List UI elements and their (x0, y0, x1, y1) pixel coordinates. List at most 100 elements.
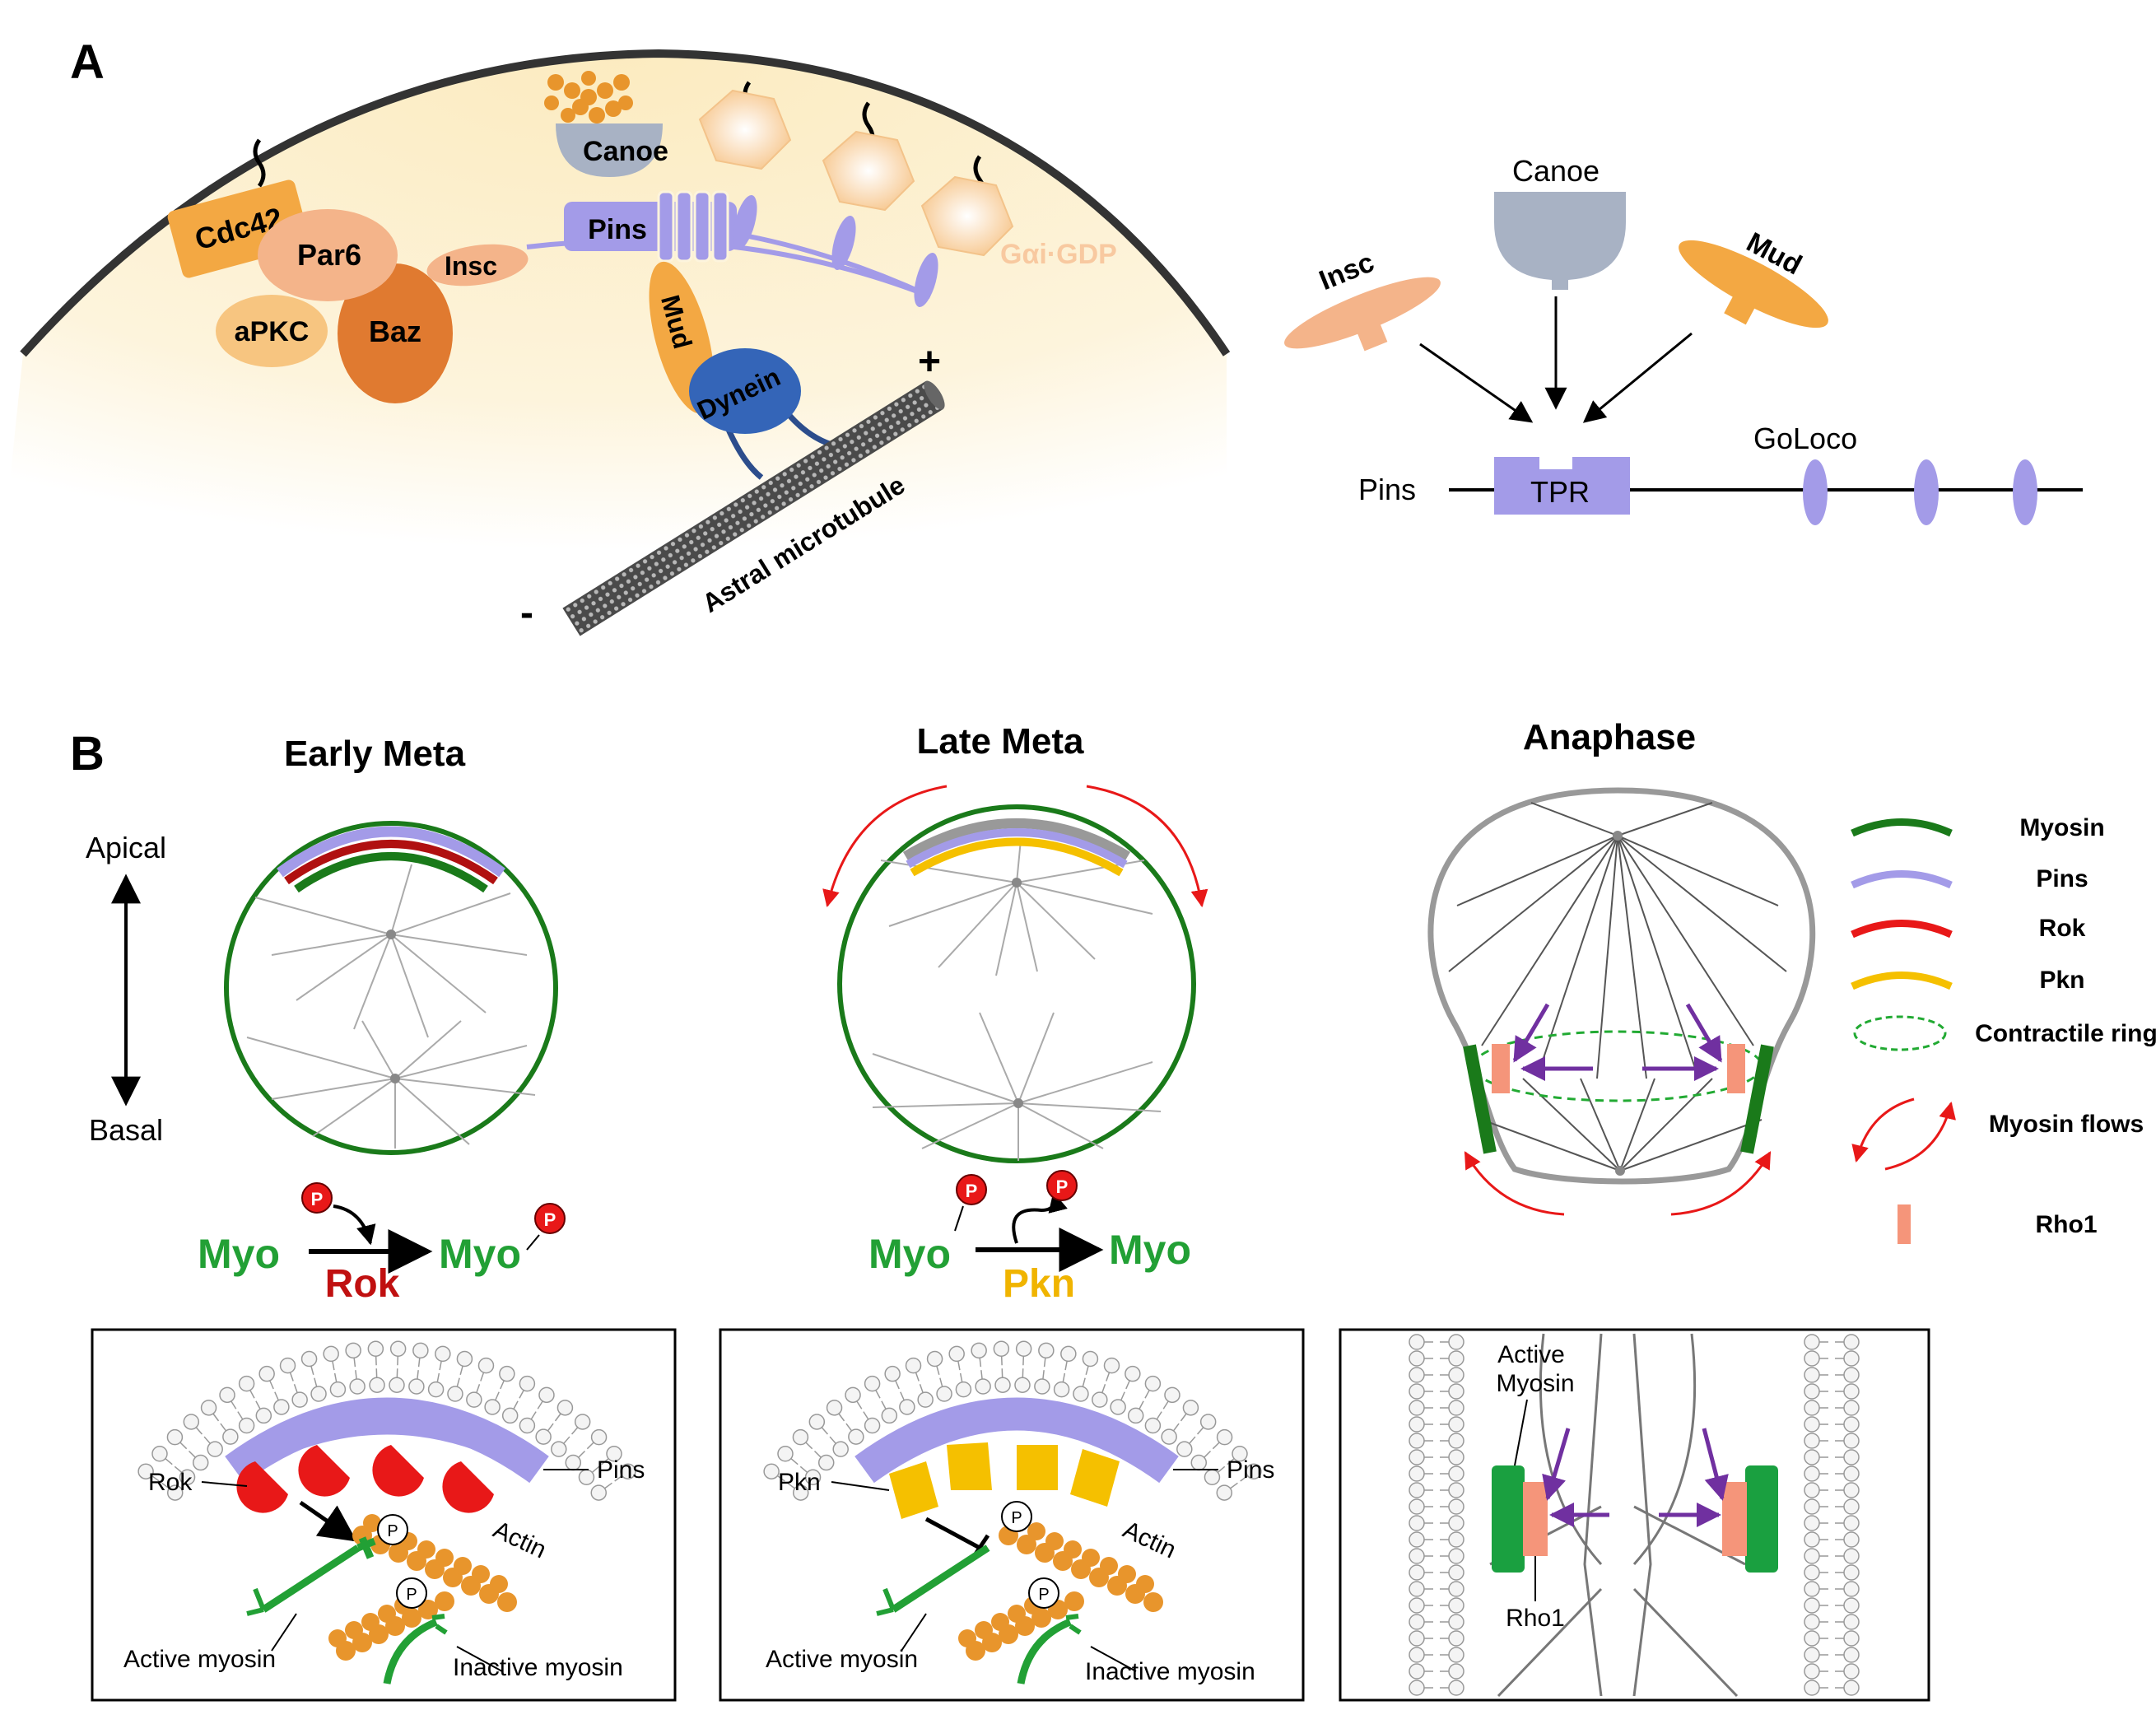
apkc-protein (216, 295, 328, 367)
lipid-head (499, 1365, 515, 1382)
actin-filament (328, 1514, 517, 1661)
lipid-tail (1101, 1384, 1106, 1394)
legend-swatch-rok (1851, 920, 1953, 939)
lipid-head (845, 1386, 861, 1404)
lipid-head (1164, 1386, 1180, 1404)
lipid-head (1804, 1548, 1820, 1564)
lipid-tail (164, 1457, 173, 1465)
lipid-head (323, 1345, 339, 1363)
lipid-head (1804, 1597, 1820, 1614)
lipid-tail (570, 1426, 579, 1435)
lipid-tail (1120, 1391, 1125, 1401)
lipid-head (1804, 1367, 1820, 1383)
lipid-head (1804, 1416, 1820, 1433)
phosphate (1046, 1170, 1078, 1201)
lipid-head (590, 1484, 608, 1501)
lipid-head (1144, 1417, 1162, 1434)
lipid-tail (957, 1360, 961, 1371)
lipid-head (606, 1446, 622, 1462)
lipid-head (955, 1381, 972, 1398)
lipid-tail (289, 1371, 294, 1382)
legend-label-flows: Myosin flows (1989, 1111, 2144, 1138)
phosphate-label: P (311, 1189, 324, 1209)
lipid-tail (591, 1465, 600, 1474)
active-myosin (261, 1536, 376, 1613)
lipid-head (1843, 1482, 1860, 1498)
late-detail-box: Pins Pkn Actin P P (719, 1328, 1305, 1702)
phosphate-label: P (406, 1586, 417, 1604)
lipid-head (179, 1469, 196, 1485)
lipid-head (1125, 1365, 1141, 1382)
lipid-head (1804, 1515, 1820, 1531)
lipid-head (1843, 1383, 1860, 1400)
lipid-head (1409, 1531, 1425, 1548)
late-myo-product: Myo (1109, 1227, 1191, 1273)
apical-label: Apical (86, 831, 166, 864)
lipid-tail (274, 1391, 280, 1401)
legend-label-rho1: Rho1 (2036, 1211, 2098, 1238)
lipid-tail (1196, 1426, 1204, 1435)
lipid-tail (863, 1411, 869, 1421)
lipid-head (1103, 1357, 1120, 1374)
lipid-head (166, 1428, 184, 1446)
anaphase-active-label-2: Myosin (1496, 1370, 1574, 1397)
lipid-head (1843, 1416, 1860, 1433)
lipid-head (291, 1391, 308, 1408)
lipid-head (1092, 1391, 1108, 1408)
rho1-bar (1492, 1044, 1510, 1093)
lipid-head (137, 1463, 154, 1479)
insc-label: Insc (445, 251, 497, 281)
lipid-head (1448, 1465, 1464, 1482)
lipid-head (792, 1484, 809, 1501)
lipid-head (1448, 1564, 1464, 1581)
lipid-head (447, 1386, 463, 1402)
early-myo-substrate: Myo (198, 1231, 280, 1277)
myosin-flow-arrow (1086, 785, 1208, 908)
lipid-head (1448, 1433, 1464, 1449)
inset-pins-label: Pins (1358, 473, 1416, 506)
lipid-tail (1064, 1360, 1069, 1371)
lipid-head (1804, 1400, 1820, 1416)
lipid-head (1448, 1334, 1464, 1350)
lipid-tail (255, 1400, 262, 1410)
lipid-tail (353, 1357, 356, 1368)
pins-label: Pins (588, 214, 647, 245)
lipid-head (1804, 1581, 1820, 1597)
lipid-tail (1042, 1370, 1045, 1381)
late-meta-title: Late Meta (917, 721, 1084, 762)
late-pins-label: Pins (1227, 1456, 1274, 1484)
lipid-head (207, 1441, 223, 1457)
lipid-head (1843, 1597, 1860, 1614)
lipid-head (1190, 1454, 1208, 1471)
lipid-head (1144, 1375, 1162, 1392)
inset-goloco (1914, 459, 1939, 525)
pkn-proteins (889, 1442, 1120, 1519)
lipid-head (1448, 1614, 1464, 1630)
lipid-head (484, 1399, 501, 1415)
cell-cytoplasm (0, 54, 1227, 576)
lipid-tail (935, 1365, 940, 1376)
legend-label-myosin: Myosin (2019, 814, 2104, 841)
anchor-squiggle (253, 138, 266, 188)
lipid-head (1034, 1378, 1050, 1395)
legend-swatch-ring (1853, 1015, 1947, 1051)
lipid-head (1053, 1381, 1070, 1398)
lipid-head (1216, 1428, 1233, 1446)
lipid-tail (1217, 1465, 1226, 1474)
lipid-head (1448, 1680, 1464, 1696)
lipid-head (565, 1454, 582, 1471)
panel-a: A Cdc42 Baz Par6 aPKC Insc (0, 35, 1231, 636)
early-meta-cell (224, 821, 558, 1155)
lipid-tail (475, 1384, 481, 1394)
lipid-head (1804, 1564, 1820, 1581)
lipid-head (1843, 1630, 1860, 1647)
lipid-tail (268, 1379, 274, 1390)
inset-mud (1679, 240, 1828, 328)
inactive-myosin (383, 1618, 438, 1684)
lipid-head (501, 1407, 519, 1424)
lipid-head (1448, 1597, 1464, 1614)
lipid-head (345, 1342, 361, 1359)
lipid-head (1843, 1367, 1860, 1383)
lipid-head (905, 1357, 922, 1374)
